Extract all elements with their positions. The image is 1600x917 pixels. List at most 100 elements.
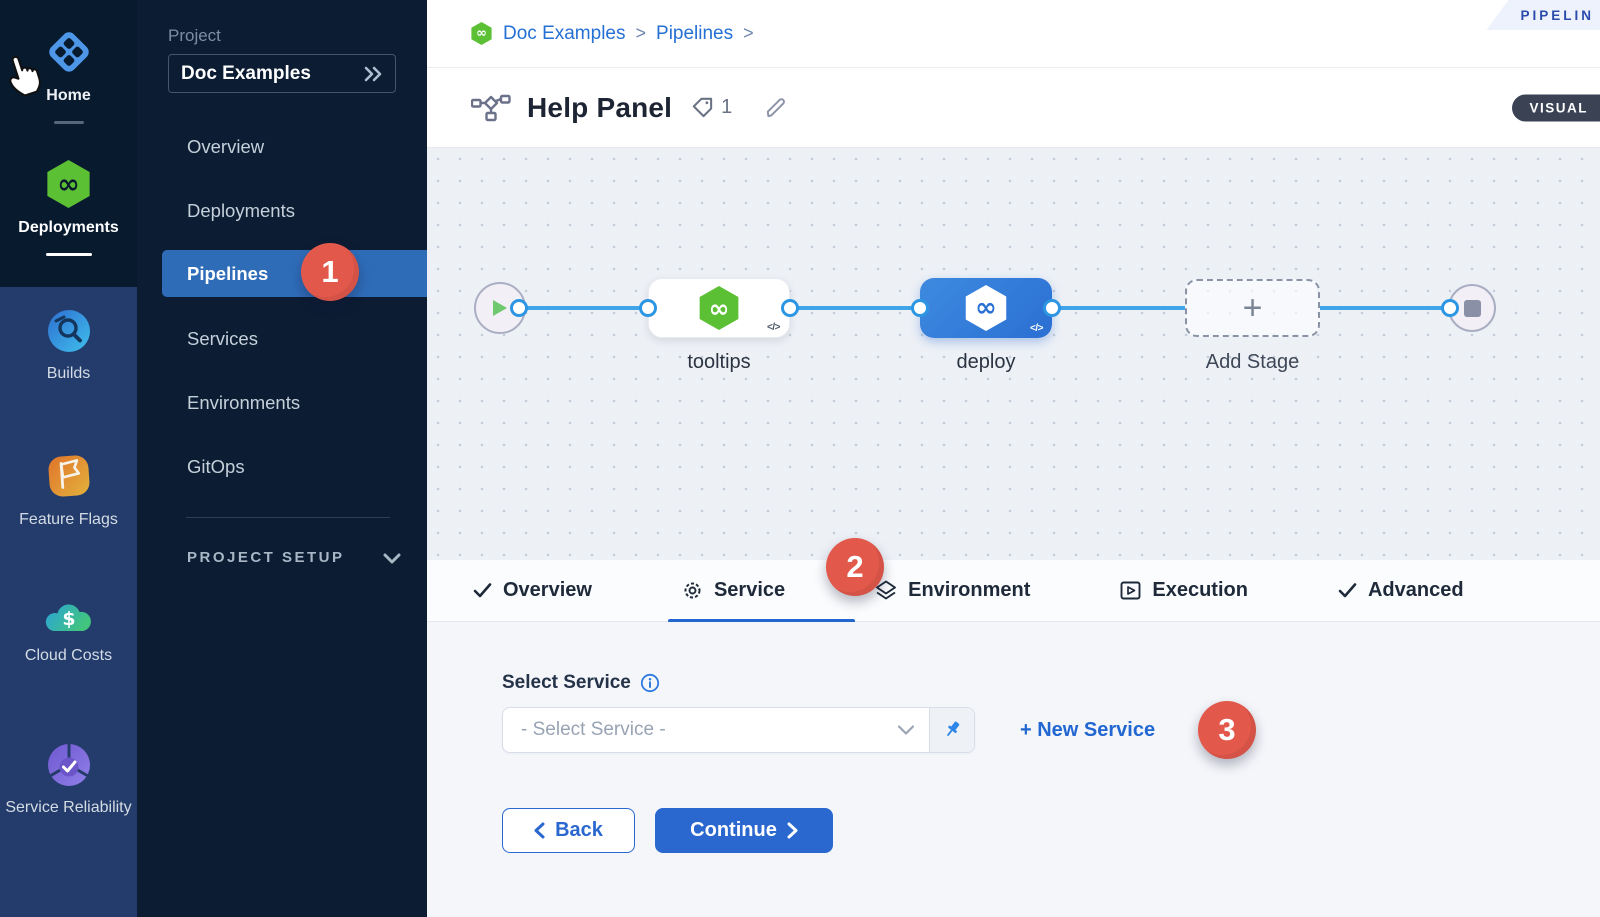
active-tab-underline (668, 619, 855, 623)
node-port[interactable] (911, 299, 929, 317)
deploy-stage-icon: ∞ (965, 285, 1007, 331)
stage-node-tooltips[interactable]: ∞ </> (648, 278, 790, 338)
tab-label: Advanced (1367, 579, 1464, 601)
deployments-icon: ∞ (47, 160, 90, 208)
node-port[interactable] (639, 299, 657, 317)
svg-text:$: $ (62, 608, 75, 630)
tab-label: Execution (1152, 579, 1248, 601)
code-glyph: </> (1030, 323, 1043, 334)
custom-stage-icon: ∞ (699, 286, 739, 330)
tab-environment[interactable]: Environment (875, 579, 1030, 602)
tab-overview[interactable]: Overview (473, 579, 592, 602)
pipeline-title-bar: Help Panel 1 VISUAL (427, 68, 1600, 147)
project-selector[interactable]: Doc Examples (168, 54, 396, 93)
code-glyph: </> (767, 322, 780, 333)
edit-pencil-icon[interactable] (764, 96, 788, 120)
select-service-label: Select Service (502, 672, 631, 693)
rail-active-indicator (45, 253, 92, 257)
project-sidebar: Project Doc Examples Overview Deployment… (137, 0, 427, 917)
breadcrumb-link-project[interactable]: Doc Examples (503, 22, 626, 44)
play-icon (493, 300, 507, 316)
stage-label-deploy: deploy (956, 351, 1016, 373)
builds-icon (47, 310, 90, 352)
rail-label: Feature Flags (19, 511, 118, 528)
chevron-left-icon (534, 822, 545, 839)
service-tab-panel: Select Service - Select Service - (427, 622, 1600, 917)
service-select: - Select Service - (502, 707, 975, 753)
breadcrumb-separator: > (743, 23, 754, 43)
sidebar-item-services[interactable]: Services (187, 328, 258, 349)
pipeline-studio-ribbon: PIPELIN (1486, 0, 1600, 30)
sidebar-item-overview[interactable]: Overview (187, 136, 265, 157)
rail-divider (53, 121, 84, 125)
tab-label: Overview (503, 579, 592, 601)
stage-label-tooltips: tooltips (687, 351, 751, 373)
tab-service[interactable]: Service (682, 579, 785, 602)
tab-execution[interactable]: Execution (1120, 579, 1248, 602)
sidebar-item-gitops[interactable]: GitOps (187, 456, 245, 477)
back-button[interactable]: Back (502, 808, 635, 853)
project-setup-label: PROJECT SETUP (187, 549, 345, 566)
sidebar-item-environments[interactable]: Environments (187, 392, 301, 413)
chevron-right-icon (787, 822, 798, 839)
project-name: Doc Examples (181, 62, 311, 84)
rail-label: Service Reliability (5, 799, 132, 816)
rail-item-deployments[interactable]: ∞ Deployments (0, 160, 137, 257)
annotation-badge-1: 1 (301, 243, 359, 301)
tags-indicator[interactable]: 1 (690, 95, 732, 121)
feature-flags-icon (48, 455, 89, 497)
sidebar-item-deployments[interactable]: Deployments (187, 200, 295, 221)
project-setup-toggle[interactable]: PROJECT SETUP (187, 549, 401, 566)
add-stage-button[interactable]: + (1185, 279, 1320, 337)
rail-item-builds[interactable]: Builds (0, 308, 137, 385)
rail-item-service-reliability[interactable]: Service Reliability (0, 742, 137, 819)
service-select-field[interactable]: - Select Service - (503, 708, 929, 752)
continue-button[interactable]: Continue (655, 808, 833, 853)
node-port[interactable] (510, 299, 528, 317)
rail-item-home[interactable]: Home (0, 28, 137, 125)
pipeline-canvas[interactable]: ∞ </> tooltips ∞ </> deploy + Add Stage (427, 147, 1600, 560)
cloud-costs-icon: $ (45, 604, 91, 632)
main-area: ∞ Doc Examples > Pipelines > PIPELIN H (427, 0, 1600, 917)
new-service-link[interactable]: + New Service (1020, 718, 1156, 741)
annotation-badge-2: 2 (826, 538, 884, 596)
tag-count: 1 (721, 96, 733, 118)
page-title: Help Panel (527, 91, 673, 123)
rail-label: Deployments (18, 219, 119, 236)
check-icon (1338, 583, 1357, 598)
info-icon[interactable] (640, 673, 660, 693)
continue-button-label: Continue (690, 819, 777, 841)
sidebar-divider (186, 517, 390, 518)
node-port[interactable] (1043, 299, 1061, 317)
tab-advanced[interactable]: Advanced (1338, 579, 1464, 602)
tab-label: Service (713, 579, 786, 601)
service-reliability-icon (47, 743, 90, 786)
harness-logo-icon: ∞ (471, 22, 492, 45)
pin-icon (947, 721, 960, 736)
rail-item-feature-flags[interactable]: Feature Flags (0, 452, 137, 531)
chevron-down-icon (897, 725, 915, 735)
sidebar-item-pipelines[interactable]: Pipelines (162, 250, 427, 297)
rail-label: Cloud Costs (24, 647, 113, 664)
annotation-badge-3: 3 (1198, 701, 1256, 759)
node-port[interactable] (1441, 299, 1459, 317)
visual-toggle-label: VISUAL (1529, 100, 1588, 115)
rail-label: Builds (46, 365, 91, 382)
stage-tabs: Overview Service Environment (427, 560, 1600, 623)
rail-item-cloud-costs[interactable]: $ Cloud Costs (0, 598, 137, 667)
connector-edge (1320, 306, 1450, 310)
chevron-down-icon (383, 553, 401, 563)
breadcrumb-link-pipelines[interactable]: Pipelines (656, 22, 734, 44)
tab-label: Environment (908, 579, 1031, 601)
layers-icon (876, 580, 897, 599)
check-icon (473, 583, 492, 598)
visual-yaml-toggle[interactable]: VISUAL (1512, 94, 1600, 121)
node-port[interactable] (781, 299, 799, 317)
rail-label: Home (46, 87, 91, 104)
home-icon (48, 32, 89, 72)
pin-service-button[interactable] (929, 708, 974, 752)
gear-icon (684, 582, 701, 599)
stage-node-deploy[interactable]: ∞ </> (920, 278, 1052, 338)
stop-icon (1463, 299, 1481, 317)
